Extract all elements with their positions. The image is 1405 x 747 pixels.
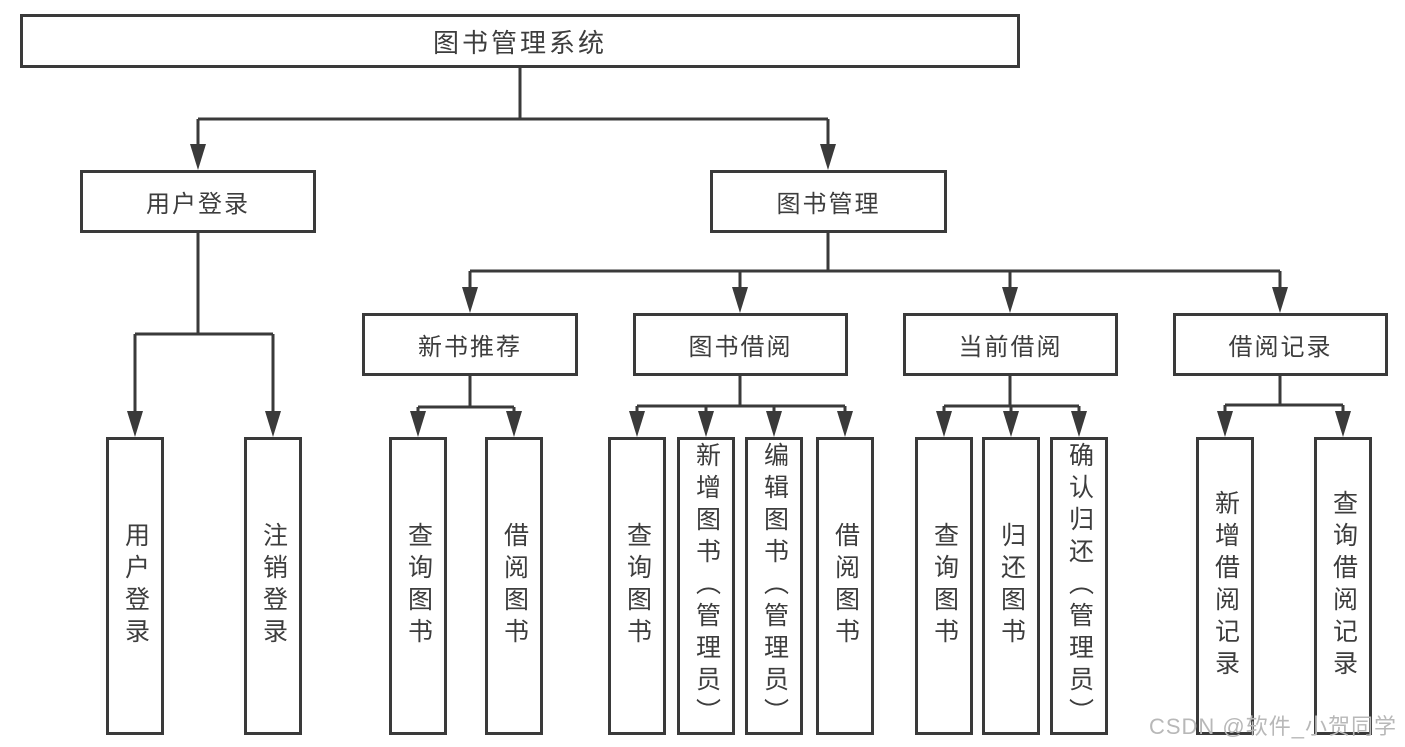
node-label: 新增借阅记录 (1211, 490, 1240, 682)
leaf-query-books-current: 查询图书 (915, 437, 973, 735)
node-label: 图书管理系统 (432, 27, 607, 58)
node-label: 借阅记录 (1228, 334, 1333, 361)
connector-new-book-children (410, 376, 522, 437)
arrowhead (698, 411, 714, 437)
node-label: 查询图书 (404, 522, 433, 650)
leaf-query-books-borrow: 查询图书 (608, 437, 666, 735)
arrowhead (820, 144, 836, 170)
arrowhead (1217, 411, 1233, 437)
node-label: 注销登录 (259, 522, 288, 650)
arrowhead (1272, 287, 1288, 313)
node-label: 查询借阅记录 (1329, 490, 1358, 682)
connector-book-management-children (462, 233, 1288, 313)
node-user-login: 用户登录 (80, 170, 316, 233)
node-label: 新书推荐 (418, 334, 522, 361)
node-label: 确认归还（管理员） (1065, 442, 1094, 730)
node-label: 新增图书（管理员） (692, 442, 721, 730)
leaf-edit-books-admin: 编辑图书（管理员） (745, 437, 803, 735)
arrowhead (936, 411, 952, 437)
node-label: 用户登录 (121, 522, 150, 650)
connector-borrow-records-children (1217, 376, 1351, 437)
leaf-borrow-books-recommend: 借阅图书 (485, 437, 543, 735)
arrowhead (1071, 411, 1087, 437)
leaf-add-borrow-record: 新增借阅记录 (1196, 437, 1254, 735)
arrowhead (732, 287, 748, 313)
node-book-management: 图书管理 (710, 170, 947, 233)
leaf-add-books-admin: 新增图书（管理员） (677, 437, 735, 735)
node-label: 查询图书 (930, 522, 959, 650)
arrowhead (629, 411, 645, 437)
node-borrow-records: 借阅记录 (1173, 313, 1388, 376)
arrowhead (1002, 287, 1018, 313)
arrowhead (1335, 411, 1351, 437)
leaf-return-books: 归还图书 (982, 437, 1040, 735)
arrowhead (265, 411, 281, 437)
node-label: 用户登录 (146, 191, 250, 218)
arrowhead (506, 411, 522, 437)
node-new-book-recommend: 新书推荐 (362, 313, 578, 376)
arrowhead (127, 411, 143, 437)
node-label: 归还图书 (997, 522, 1026, 650)
connector-book-borrow-children (629, 376, 853, 437)
node-label: 图书管理 (776, 191, 881, 218)
arrowhead (766, 411, 782, 437)
node-current-borrow: 当前借阅 (903, 313, 1118, 376)
node-label: 借阅图书 (500, 522, 529, 650)
leaf-logout: 注销登录 (244, 437, 302, 735)
node-root-system: 图书管理系统 (20, 14, 1020, 68)
arrowhead (837, 411, 853, 437)
node-book-borrow: 图书借阅 (633, 313, 848, 376)
node-label: 借阅图书 (831, 522, 860, 650)
arrowhead (410, 411, 426, 437)
arrowhead (190, 144, 206, 170)
connector-user-login-children (127, 233, 281, 437)
node-label: 编辑图书（管理员） (760, 442, 789, 730)
leaf-query-borrow-record: 查询借阅记录 (1314, 437, 1372, 735)
node-label: 图书借阅 (688, 334, 793, 361)
csdn-watermark: CSDN @软件_小贺同学 (1148, 714, 1397, 739)
leaf-user-login: 用户登录 (106, 437, 164, 735)
node-label: 当前借阅 (958, 334, 1063, 361)
leaf-query-books-recommend: 查询图书 (389, 437, 447, 735)
leaf-borrow-books: 借阅图书 (816, 437, 874, 735)
connector-root-to-level2 (190, 68, 836, 170)
node-label: 查询图书 (623, 522, 652, 650)
arrowhead (462, 287, 478, 313)
leaf-confirm-return-admin: 确认归还（管理员） (1050, 437, 1108, 735)
connector-current-borrow-children (936, 376, 1087, 437)
arrowhead (1003, 411, 1019, 437)
